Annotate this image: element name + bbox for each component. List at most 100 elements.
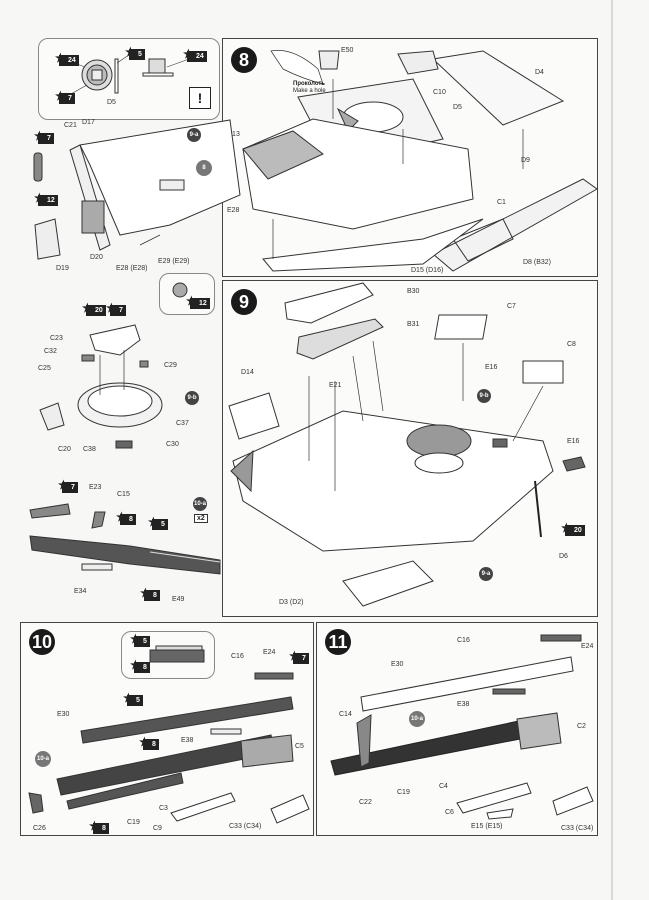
paint-ref-8: 8 [139,737,159,750]
part-label-c20: C20 [58,446,71,453]
part-label-e30: E30 [57,711,70,718]
step-11-number: 11 [325,629,351,655]
part-label-c23: C23 [50,335,63,342]
sub-step-9a-badge: 9-a [479,567,493,581]
paint-ref-5: 5 [130,634,150,647]
paint-ref-8: 8 [116,512,136,525]
part-label-c16: C16 [457,637,470,644]
part-label-d3-d2: D3 (D2) [279,599,304,606]
sub-step-9b-badge: 9-b [477,389,491,403]
part-label-d5: D5 [453,104,462,111]
e29-drawing [172,282,188,298]
part-label-c37: C37 [176,420,189,427]
paint-ref-20: 20 [561,523,585,536]
part-label-b30: B30 [407,288,420,295]
part-label-d9: D9 [521,157,530,164]
part-label-e50: E50 [341,47,354,54]
part-label-e16: E16 [485,364,498,371]
d5-hatch-drawing [68,54,190,96]
part-label-c32: C32 [44,348,57,355]
step-9-panel: 9 B30 B31 C7 C8 D14 E21 E16 E16 D6 [222,280,598,617]
part-label-c25: C25 [38,365,51,372]
note-russian: Проколоть [293,81,325,87]
part-label-c33-c34: C33 (C34) [561,825,594,832]
part-label-c19: C19 [397,789,410,796]
part-label-c2: C2 [577,723,586,730]
step-9b-drawing [39,324,163,449]
sub-step-8-badge: 8 [196,160,212,176]
part-label-e34: E34 [74,588,87,595]
step-9a-drawing [33,119,241,260]
part-label-e16: E16 [567,438,580,445]
part-label-e49: E49 [172,596,185,603]
part-label-e24: E24 [581,643,594,650]
paint-ref-7: 7 [289,651,309,664]
part-label-c26: C26 [33,825,46,832]
part-label-c9: C9 [153,825,162,832]
part-label-e28-e28: E28 (E28) [116,265,148,272]
part-label-e23: E23 [89,484,102,491]
part-label-e15-e15: E15 (E15) [471,823,503,830]
sub-step-10a-badge: 10-a [35,751,51,767]
step-10a-drawing [29,503,221,575]
note-english: Make a hole [293,88,326,94]
part-label-d19: D19 [56,265,69,272]
part-label-d6: D6 [559,553,568,560]
part-label-e24: E24 [263,649,276,656]
step-10-detail-inset: 5 8 [121,631,215,679]
part-label-c22: C22 [359,799,372,806]
make-hole-note: Проколоть Make a hole [293,81,326,95]
part-label-d15-d16: D15 (D16) [411,267,444,274]
paint-ref-8: 8 [140,588,160,601]
step-9-number: 9 [231,289,257,315]
page-binding-edge [611,0,613,900]
part-label-e38: E38 [457,701,470,708]
paint-ref-5: 5 [148,517,168,530]
part-label-e28: E28 [227,207,240,214]
step-10-number: 10 [29,629,55,655]
part-label-b31: B31 [407,321,420,328]
sub-step-9a-badge: 9-a [187,128,201,142]
part-label-d5: D5 [107,99,116,106]
paint-ref-7: 7 [34,131,54,144]
d5-detail-inset: 24 5 24 7 D5 ! [38,38,220,120]
paint-ref-7: 7 [106,303,126,316]
part-label-e29-e29: E29 (E29) [158,258,190,265]
step-8-drawing [242,50,598,272]
paint-ref-8: 8 [89,821,109,834]
paint-ref-7: 7 [58,480,78,493]
paint-ref-5: 5 [123,693,143,706]
part-label-c21: C21 [64,122,77,129]
paint-ref-12: 12 [34,193,58,206]
inset-receiver-drawing [149,645,205,663]
part-label-d8-b32: D8 (B32) [523,259,552,266]
part-label-d17: D17 [82,119,95,126]
step-11-panel: 11 C16 E24 E30 E38 C14 C2 C4 C19 C22 C6 … [316,622,598,836]
part-label-d4: D4 [535,69,544,76]
part-label-d13: D13 [227,131,240,138]
warning-icon: ! [189,87,211,109]
step-10-panel: 10 5 8 C16 E24 E30 E38 C5 C3 C19 C9 C26 … [20,622,314,836]
part-label-c30: C30 [166,441,179,448]
paint-ref-8: 8 [130,660,150,673]
part-label-e30: E30 [391,661,404,668]
part-label-c3: C3 [159,805,168,812]
part-label-e38: E38 [181,737,194,744]
part-label-c16: C16 [231,653,244,660]
part-label-c10: C10 [433,89,446,96]
step-10-drawing [28,672,310,824]
part-label-c1: C1 [497,199,506,206]
paint-ref-24: 24 [183,49,207,62]
e29-detail-inset: 12 [159,273,215,315]
paint-ref-20: 20 [82,303,106,316]
part-label-c38: C38 [83,446,96,453]
step-8-panel: 8 Проколоть Make a hole E50 C10 D4 D5 D1… [222,38,598,277]
part-label-c8: C8 [567,341,576,348]
part-label-d20: D20 [90,254,103,261]
part-label-c7: C7 [507,303,516,310]
quantity-multiplier: x2 [194,514,208,523]
part-label-c6: C6 [445,809,454,816]
part-label-d14: D14 [241,369,254,376]
paint-ref-7: 7 [55,91,75,104]
sub-step-10a-badge: 10-a [193,497,207,511]
